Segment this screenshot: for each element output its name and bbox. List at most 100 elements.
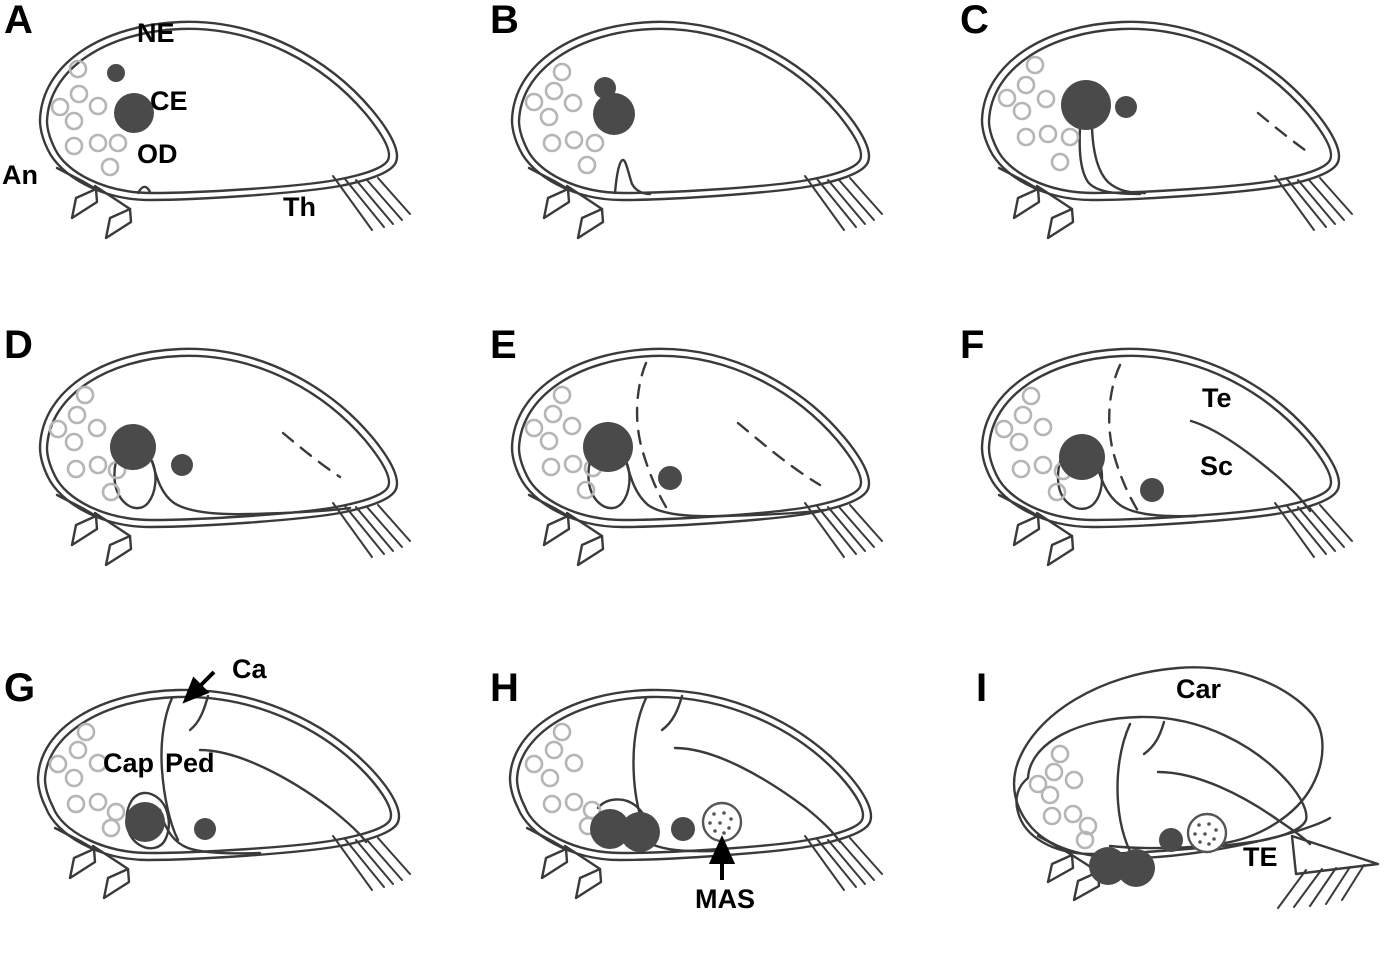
thoracic-plate (1290, 834, 1380, 876)
label-th: Th (283, 192, 316, 222)
oil-droplets (997, 55, 1080, 172)
compound-eye (583, 422, 633, 472)
small-dark-organ (671, 817, 695, 841)
label-mas: MAS (695, 884, 755, 914)
antenna-upper-tip (540, 847, 569, 880)
peduncle-lower (1156, 770, 1312, 846)
antenna-lower (1035, 184, 1074, 211)
label-ca: Ca (232, 654, 267, 684)
ventral-notch (136, 185, 152, 195)
antenna-upper (997, 166, 1040, 191)
body-outline (1015, 715, 1308, 856)
label-ce: CE (150, 86, 188, 116)
panel-d: D (0, 325, 470, 630)
antenna-upper (527, 166, 570, 191)
panel-g: G (0, 650, 470, 955)
panel-g-drawing: Ca Cap Ped (36, 654, 411, 900)
dashed-anterior (635, 361, 668, 509)
sperm-sac-left (1089, 847, 1127, 885)
panel-d-drawing (38, 347, 411, 567)
gonad-duct-right (1090, 126, 1147, 195)
enlarged-carapace (1016, 666, 1324, 850)
sperm-sac-right (620, 812, 660, 852)
gonad-duct (624, 459, 826, 518)
carapace-inner-outline (45, 27, 391, 195)
carapace-inner-outline (45, 354, 391, 522)
carapace-inner-outline (515, 695, 865, 855)
peduncle-lower (198, 748, 368, 844)
panel-b-drawing (510, 20, 883, 240)
panel-h-drawing: MAS (508, 688, 883, 914)
antenna-lower (93, 184, 132, 211)
antenna-upper (997, 493, 1040, 518)
antenna-lower-tip (102, 867, 131, 900)
carapace-inner-outline (43, 695, 393, 855)
panel-letter-b: B (490, 0, 519, 42)
gonad-duct-left (1078, 126, 1142, 196)
antenna-upper-tip (70, 187, 99, 220)
panel-a-drawing: NE CE OD An Th (2, 18, 411, 240)
panel-c-drawing (980, 20, 1353, 240)
antenna-upper-tip (1012, 187, 1041, 220)
antenna-upper-tip (68, 847, 97, 880)
antenna-upper (527, 493, 570, 518)
panel-letter-i: I (976, 666, 988, 710)
dashed-posterior (736, 421, 822, 487)
panel-letter-h: H (490, 666, 519, 710)
dashed-posterior (281, 431, 342, 479)
panel-f: F (940, 325, 1400, 630)
compound-eye (1061, 80, 1111, 130)
thoracic-legs (1274, 502, 1353, 558)
peduncle-lower (673, 746, 842, 844)
dashed-posterior (1256, 111, 1314, 157)
testis-line (1189, 419, 1312, 513)
carapace-outer-outline (980, 20, 1341, 202)
label-te-plate: TE (1243, 842, 1278, 872)
dashed-anterior (1108, 363, 1140, 513)
thoracic-legs (1274, 175, 1353, 231)
panel-letter-d: D (4, 323, 33, 367)
oil-droplets (994, 386, 1073, 502)
label-od: OD (137, 139, 178, 169)
panel-h: H (470, 650, 940, 955)
panel-i-drawing: Car TE (1012, 666, 1380, 909)
label-sc: Sc (1200, 451, 1233, 481)
gonad-duct (1094, 459, 1198, 518)
naupliar-eye (107, 64, 125, 82)
antenna-upper-tip (542, 187, 571, 220)
antenna-lower (93, 511, 132, 538)
arrow-to-mas (708, 835, 736, 880)
oil-droplets (48, 385, 127, 502)
carapace-outer-outline (36, 688, 401, 862)
carapace-outer-outline (38, 20, 399, 202)
panel-f-drawing: Te Sc (980, 347, 1353, 567)
thoracic-legs (332, 175, 411, 231)
antenna-lower (563, 844, 602, 871)
label-te: Te (1202, 383, 1232, 413)
antenna-lower-tip (576, 207, 605, 240)
panel-letter-e: E (490, 323, 517, 367)
panel-i: I (940, 650, 1400, 955)
panel-letter-c: C (960, 0, 989, 42)
panel-letter-a: A (4, 0, 33, 42)
compound-eye (114, 93, 154, 133)
oil-droplets (524, 385, 603, 500)
oil-droplets (1028, 744, 1098, 850)
panel-e-drawing (510, 347, 883, 567)
thoracic-legs (332, 835, 411, 891)
antenna-lower (565, 511, 604, 538)
carapace-inner-outline (517, 354, 863, 522)
thoracic-legs (1277, 864, 1365, 909)
panel-e: E (470, 325, 940, 630)
antenna-upper-tip (70, 514, 99, 547)
peduncle-line (188, 694, 210, 732)
carapace-outer-outline (980, 347, 1341, 529)
carapace-inner-outline (987, 27, 1333, 195)
naupliar-eye (194, 818, 216, 840)
antenna-upper-tip (542, 514, 571, 547)
thoracic-legs (332, 502, 411, 558)
sperm-sac-left (590, 809, 630, 849)
label-an: An (2, 160, 38, 190)
antenna-lower (565, 184, 604, 211)
antenna-lower-tip (574, 867, 603, 900)
